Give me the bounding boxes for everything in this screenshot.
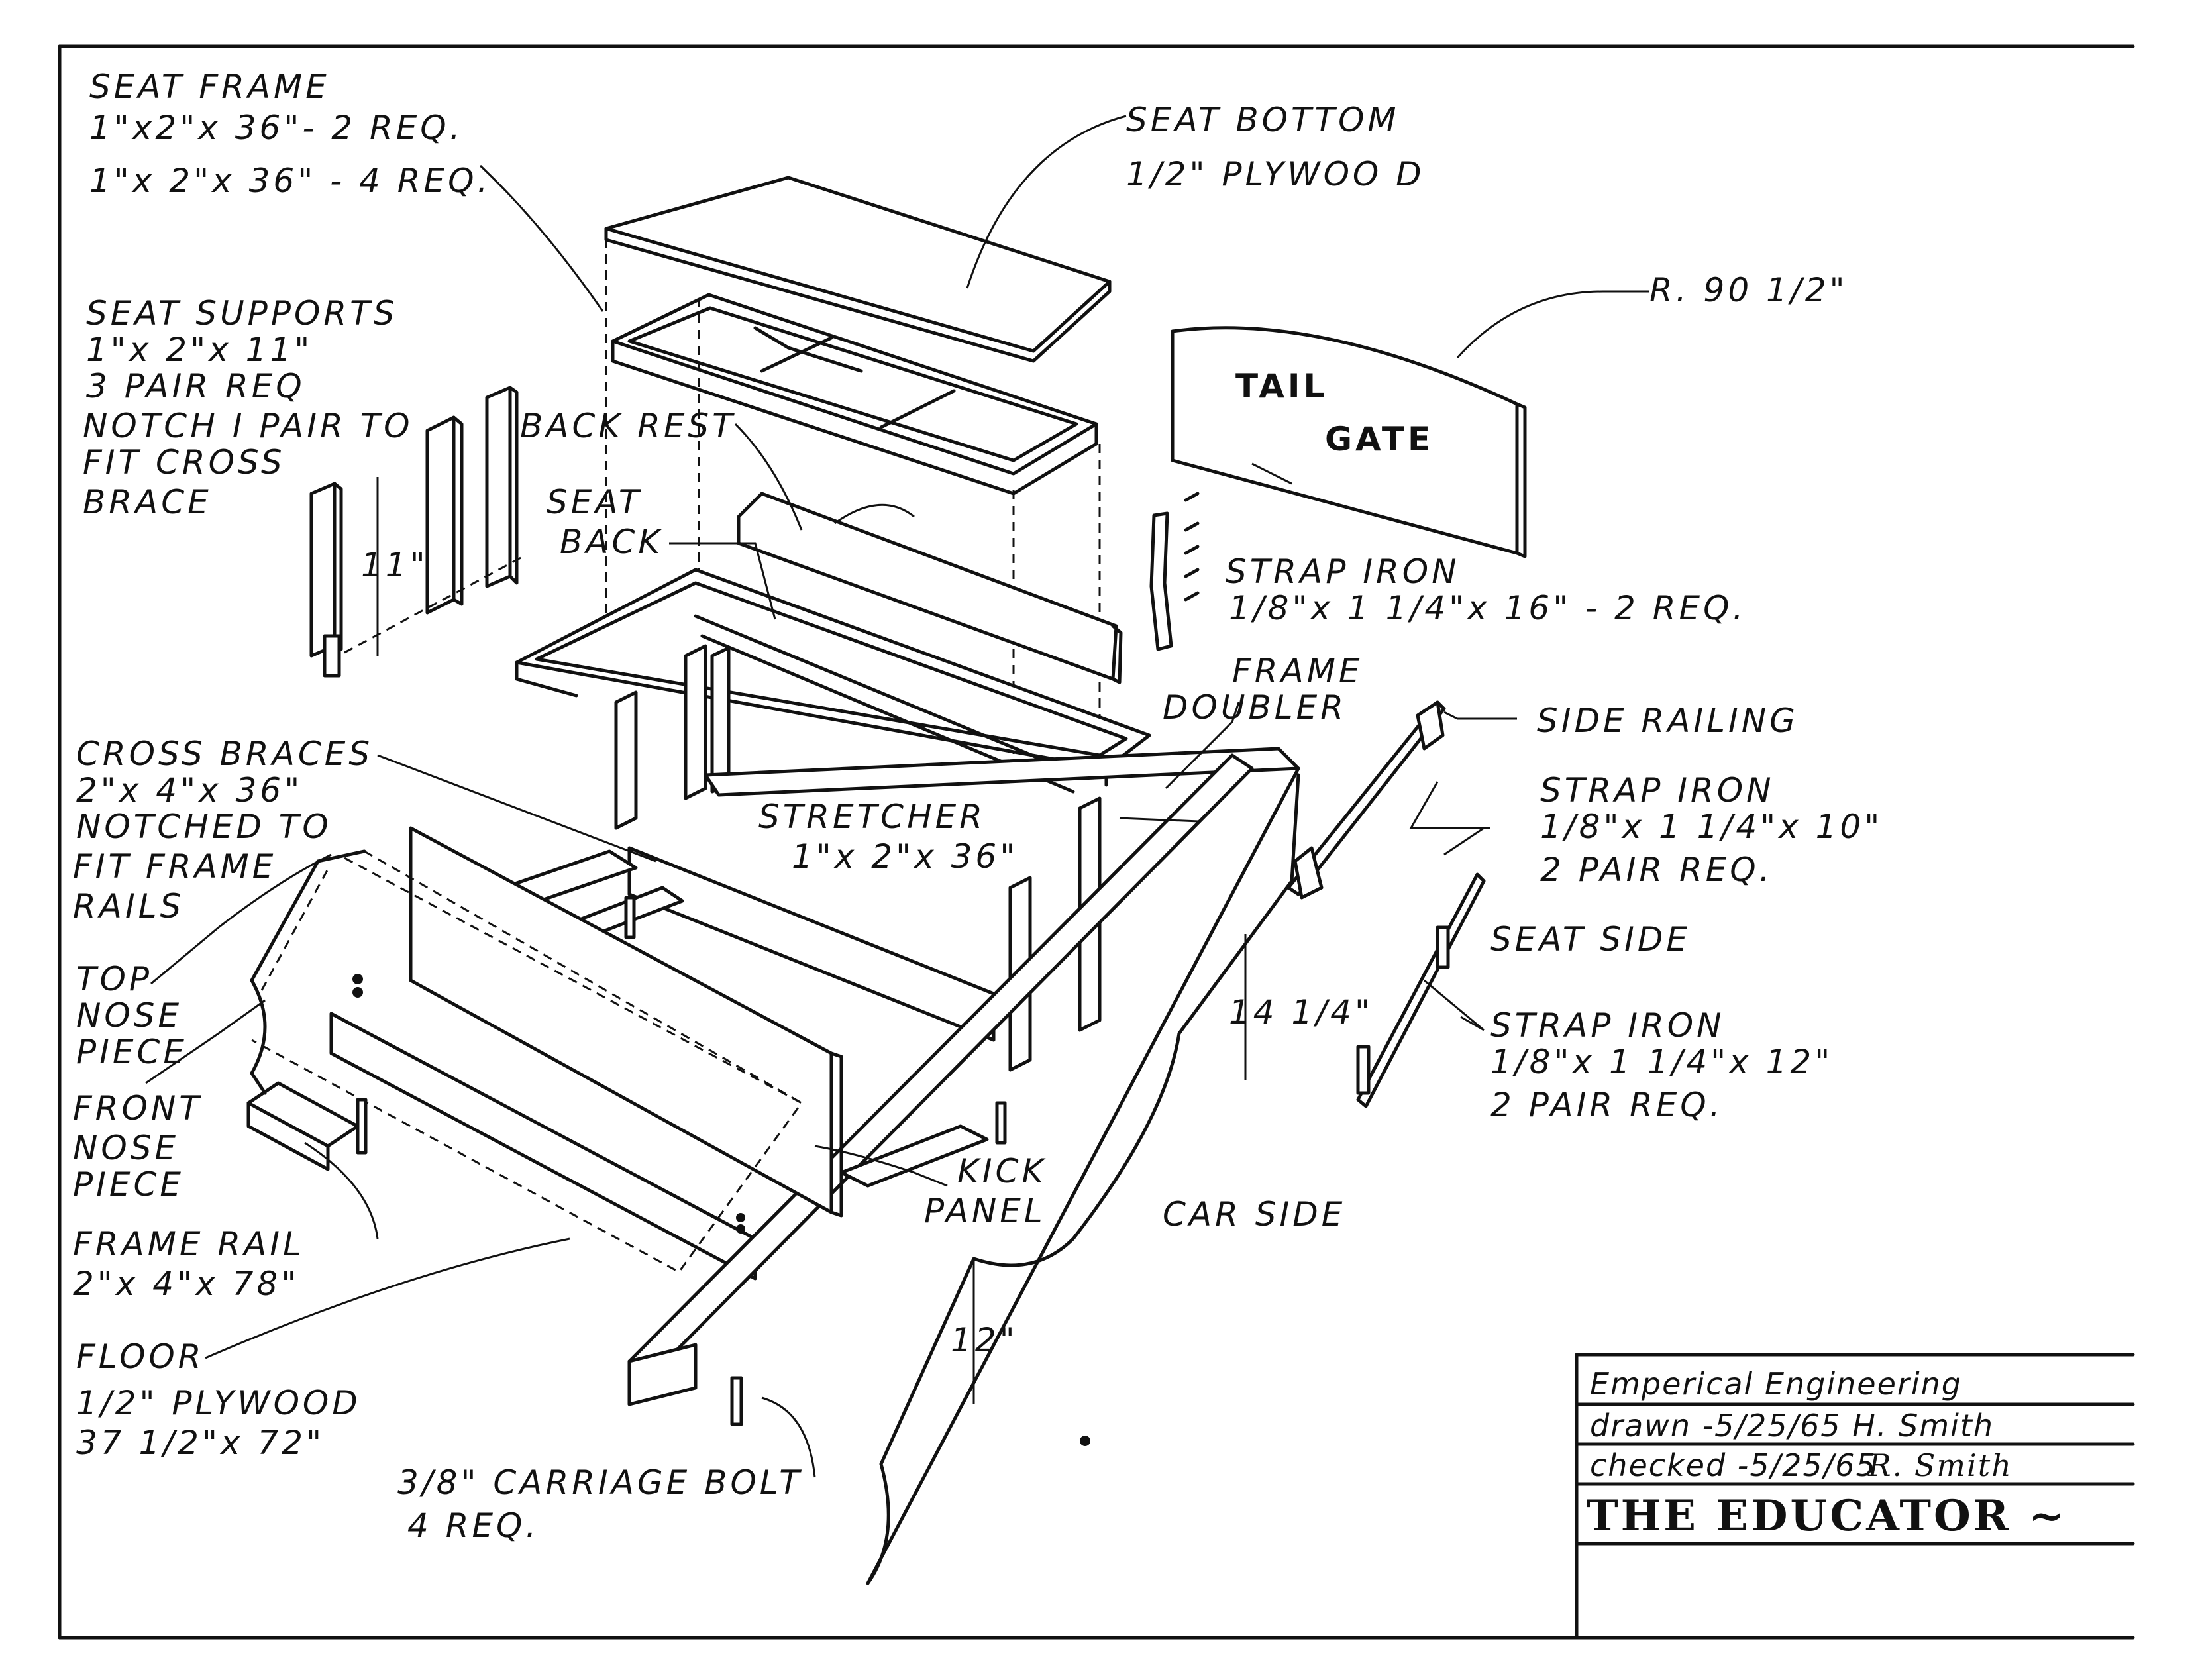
label-seat-back: SEAT BACK [547,483,663,561]
label-cross-braces: CROSS BRACES 2"x 4"x 36" NOTCHED TO FIT … [73,735,373,925]
label-seat-bottom: SEAT BOTTOM 1/2" PLYWOO D [1126,101,1425,193]
carriage-bolt-line-2: 4 REQ. [407,1506,539,1545]
label-top-nose: TOP NOSE PIECE [76,960,187,1071]
frame-doubler-line-2: DOUBLER [1163,688,1347,727]
seat-frame-line-3: 1"x 2"x 36" - 4 REQ. [89,162,491,200]
stretcher-line-2: 1"x 2"x 36" [792,837,1018,876]
label-seat-frame: SEAT FRAME 1"x2"x 36"- 2 REQ. 1"x 2"x 36… [89,68,491,200]
strap-iron-12-line-1: STRAP IRON [1490,1006,1725,1045]
seat-supports-line-1: SEAT SUPPORTS [86,294,397,333]
label-seat-side: SEAT SIDE [1490,920,1691,959]
car-side-part [866,766,1300,1585]
seat-side-part [1356,872,1486,1108]
label-strap-iron-10: STRAP IRON 1/8"x 1 1/4"x 10" 2 PAIR REQ. [1540,771,1883,889]
strap-iron-16-part [1149,492,1200,651]
seat-back-line-2: BACK [560,523,663,561]
label-side-railing: SIDE RAILING [1537,702,1799,740]
title-block-title: THE EDUCATOR ~ [1587,1491,2067,1541]
label-kick-panel: KICK PANEL [924,1152,1047,1230]
top-nose-line-1: TOP [76,960,152,998]
strap-iron-16-line-2: 1/8"x 1 1/4"x 16" - 2 REQ. [1229,589,1746,627]
strap-iron-10-line-1: STRAP IRON [1540,771,1775,810]
strap-iron-10-line-2: 1/8"x 1 1/4"x 10" [1540,808,1883,846]
cross-braces-line-2: 2"x 4"x 36" [76,771,303,810]
strap-iron-10-line-3: 2 PAIR REQ. [1540,851,1773,889]
seat-back-part [515,568,1151,794]
leader-lines [145,115,1649,1478]
label-back-rest: BACK REST [520,407,736,445]
carriage-bolts-part [352,896,1090,1446]
label-carriage-bolt: 3/8" CARRIAGE BOLT 4 REQ. [397,1463,803,1545]
front-nose-line-3: PIECE [73,1165,184,1204]
seat-frame-line-2: 1"x2"x 36"- 2 REQ. [89,109,464,147]
title-block-drawn: drawn -5/25/65 H. Smith [1590,1408,1994,1444]
label-frame-rail: FRAME RAIL 2"x 4"x 78" [73,1225,305,1303]
seat-frame-line-1: SEAT FRAME [89,68,330,106]
tail-gate-line-2: GATE [1325,420,1434,458]
tail-gate-part [1171,326,1527,558]
label-seat-supports: SEAT SUPPORTS 1"x 2"x 11" 3 PAIR REQ NOT… [83,294,413,521]
label-stretcher: STRETCHER 1"x 2"x 36" [758,798,1018,876]
tail-gate-line-1: TAIL [1235,367,1328,405]
floor-line-3: 37 1/2"x 72" [76,1424,325,1462]
floor-line-2: 1/2" PLYWOOD [76,1384,361,1422]
sheet-border [58,44,2135,1640]
back-rest-part [737,492,1123,684]
kick-panel-line-1: KICK [957,1152,1047,1190]
frame-rail-line-1: FRAME RAIL [73,1225,305,1263]
front-nose-line-1: FRONT [73,1089,203,1128]
side-railing-part [1286,700,1446,900]
seat-supports-line-5: FIT CROSS [83,443,286,482]
stretcher-line-1: STRETCHER [758,798,986,836]
front-nose-line-2: NOSE [73,1129,179,1167]
frame-rails-part [246,747,1300,1406]
label-dim-11: 11" [361,546,429,584]
title-block-checked: checked -5/25/65 [1590,1447,1877,1483]
label-floor: FLOOR 1/2" PLYWOOD 37 1/2"x 72" [76,1338,361,1462]
floor-outline [251,850,804,1273]
title-block: Emperical Engineering drawn -5/25/65 H. … [1575,1353,2135,1640]
top-nose-line-3: PIECE [76,1033,187,1071]
strap-iron-16-line-1: STRAP IRON [1226,552,1460,591]
label-frame-doubler: FRAME DOUBLER [1163,652,1363,727]
seat-supports-line-4: NOTCH I PAIR TO [83,407,413,445]
seat-supports-line-3: 3 PAIR REQ [86,367,305,405]
cross-braces-line-4: FIT FRAME [73,847,276,886]
top-nose-line-2: NOSE [76,996,182,1035]
seat-back-line-1: SEAT [547,483,642,521]
label-dim-14: 14 1/4" [1229,993,1373,1031]
label-front-nose: FRONT NOSE PIECE [73,1089,203,1204]
kick-panel-part [409,826,843,1218]
label-dim-12: 12" [951,1321,1018,1359]
label-radius: R. 90 1/2" [1649,271,1848,309]
label-strap-iron-12: STRAP IRON 1/8"x 1 1/4"x 12" 2 PAIR REQ. [1490,1006,1833,1124]
seat-supports-line-2: 1"x 2"x 11" [86,331,313,369]
strap-iron-12-line-3: 2 PAIR REQ. [1490,1086,1724,1124]
seat-supports-line-6: BRACE [83,483,212,521]
frame-rail-line-2: 2"x 4"x 78" [73,1265,299,1303]
kick-panel-line-2: PANEL [924,1192,1046,1230]
seat-bottom-part [604,176,1112,363]
strap-iron-12-line-2: 1/8"x 1 1/4"x 12" [1490,1043,1833,1081]
floor-line-1: FLOOR [76,1338,205,1376]
label-car-side: CAR SIDE [1163,1195,1345,1234]
frame-doubler-line-1: FRAME [1232,652,1363,690]
title-block-company: Emperical Engineering [1590,1366,1962,1402]
cross-braces-line-3: NOTCHED TO [76,808,332,846]
seat-bottom-line-1: SEAT BOTTOM [1126,101,1400,139]
label-strap-iron-16: STRAP IRON 1/8"x 1 1/4"x 16" - 2 REQ. [1226,552,1746,627]
cross-braces-line-1: CROSS BRACES [76,735,373,773]
cross-braces-line-5: RAILS [73,887,184,925]
carriage-bolt-line-1: 3/8" CARRIAGE BOLT [397,1463,803,1502]
label-tail-gate: TAIL GATE [1235,367,1434,458]
seat-supports-part [309,386,524,678]
title-block-signature: R. Smith [1867,1447,2012,1483]
seat-bottom-line-2: 1/2" PLYWOO D [1126,155,1425,193]
